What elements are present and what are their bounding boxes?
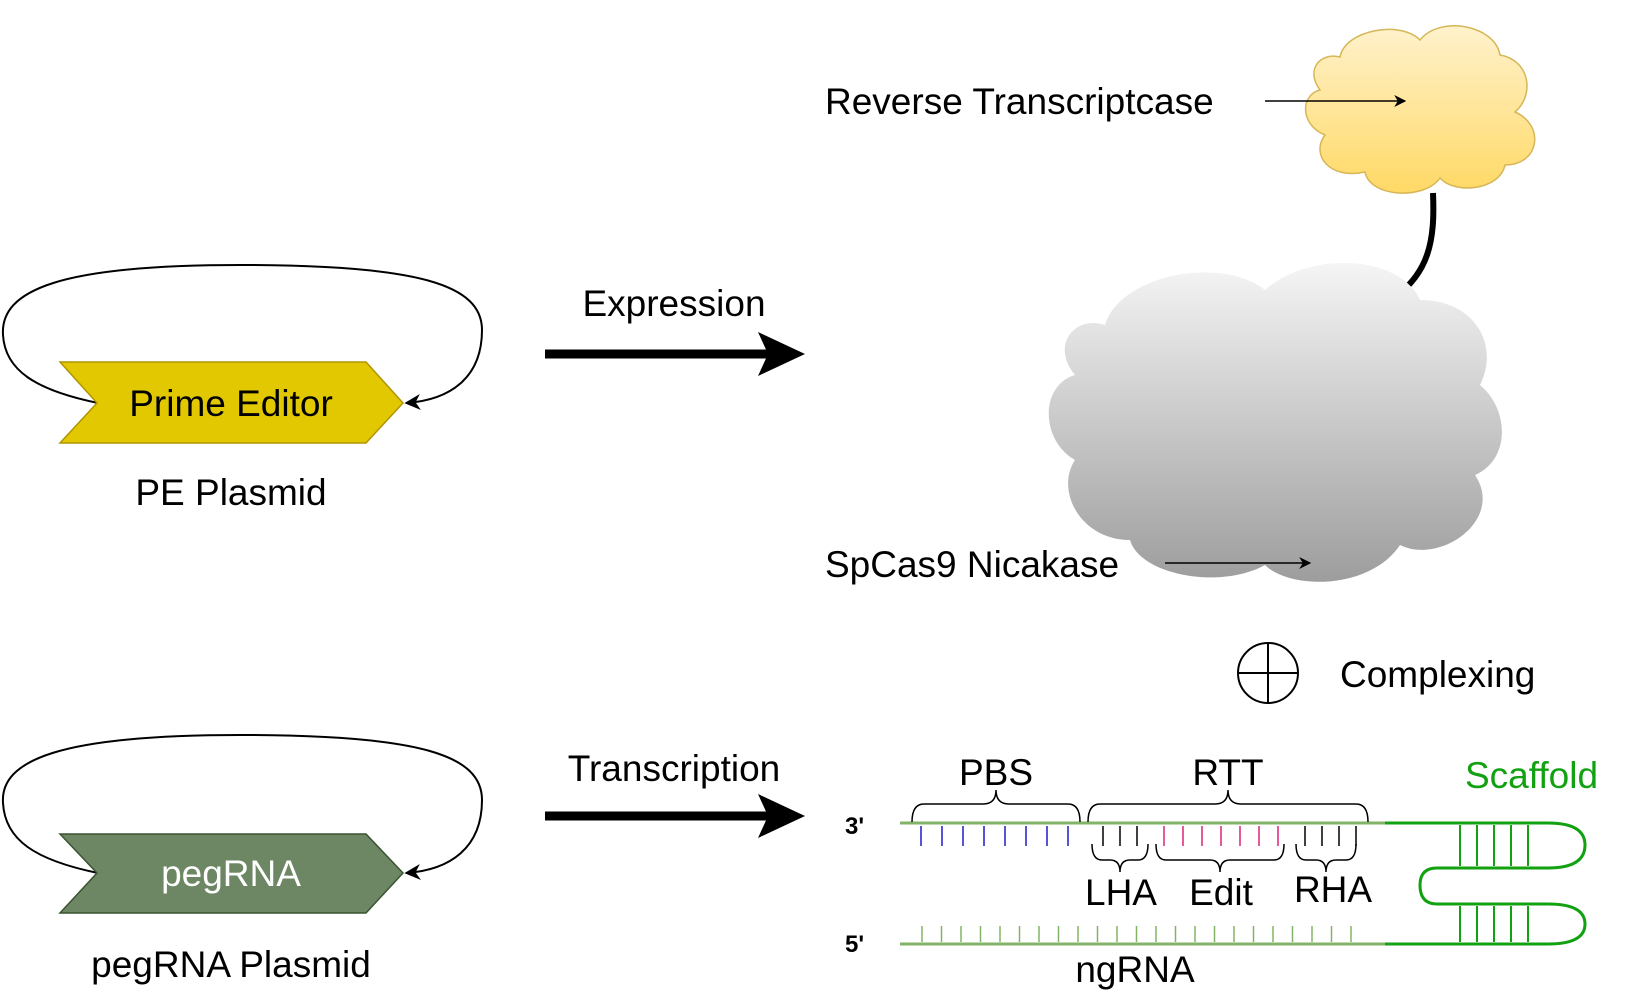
transcription-arrow-head	[758, 794, 805, 838]
rtt-brace	[1087, 789, 1369, 823]
prime-editor-label: Prime Editor	[129, 383, 333, 424]
edit-ticks	[1163, 826, 1279, 846]
pegrna-plasmid-backbone	[1, 733, 484, 880]
rha-ticks	[1304, 826, 1357, 846]
lha-label: LHA	[1085, 872, 1157, 913]
cas9-cloud	[1048, 262, 1502, 582]
rt-cloud	[1304, 25, 1536, 194]
rha-brace	[1295, 843, 1357, 873]
spcas9-nickase: SpCas9 Nicakase	[825, 262, 1502, 585]
scaffold-label: Scaffold	[1465, 755, 1598, 796]
transcription-arrow: Transcription	[545, 748, 805, 838]
expression-arrow-head	[758, 332, 805, 376]
edit-label: Edit	[1189, 872, 1253, 913]
pegrna-plasmid: pegRNA pegRNA Plasmid	[1, 733, 484, 985]
pbs-ticks	[920, 826, 1069, 846]
prime-editor-gene	[58, 361, 405, 444]
pe-plasmid-backbone	[1, 263, 484, 410]
ngrna-ticks	[921, 926, 1352, 942]
pbs-label: PBS	[959, 752, 1033, 793]
pe-plasmid: Prime Editor PE Plasmid	[1, 263, 484, 513]
scaffold-structure	[1385, 821, 1587, 946]
pe-plasmid-caption: PE Plasmid	[135, 472, 326, 513]
rtt-label: RTT	[1192, 752, 1263, 793]
ngrna-label: ngRNA	[1075, 949, 1195, 990]
complexing-label: Complexing	[1340, 654, 1535, 695]
cas9-label: SpCas9 Nicakase	[825, 544, 1119, 585]
reverse-transcriptase: Reverse Transcriptcase	[825, 25, 1536, 305]
five-prime-label: 5'	[845, 931, 864, 958]
expression-label: Expression	[582, 283, 765, 324]
rna-structure: 3' 5' PBS RTT LHA Edit RHA Scaffold ngRN…	[845, 752, 1598, 990]
transcription-label: Transcription	[568, 748, 780, 789]
three-prime-label: 3'	[845, 813, 864, 840]
pegrna-gene-label: pegRNA	[161, 853, 301, 894]
lha-brace	[1091, 843, 1149, 873]
scaffold-rungs	[1459, 825, 1529, 942]
lha-ticks	[1102, 826, 1138, 846]
edit-brace	[1155, 843, 1285, 873]
complexing-symbol: Complexing	[1237, 642, 1535, 704]
pbs-brace	[911, 789, 1081, 823]
pegrna-plasmid-caption: pegRNA Plasmid	[91, 944, 371, 985]
rt-label: Reverse Transcriptcase	[825, 81, 1214, 122]
expression-arrow: Expression	[545, 283, 805, 376]
rha-label: RHA	[1294, 869, 1372, 910]
pegrna-gene	[58, 833, 405, 914]
